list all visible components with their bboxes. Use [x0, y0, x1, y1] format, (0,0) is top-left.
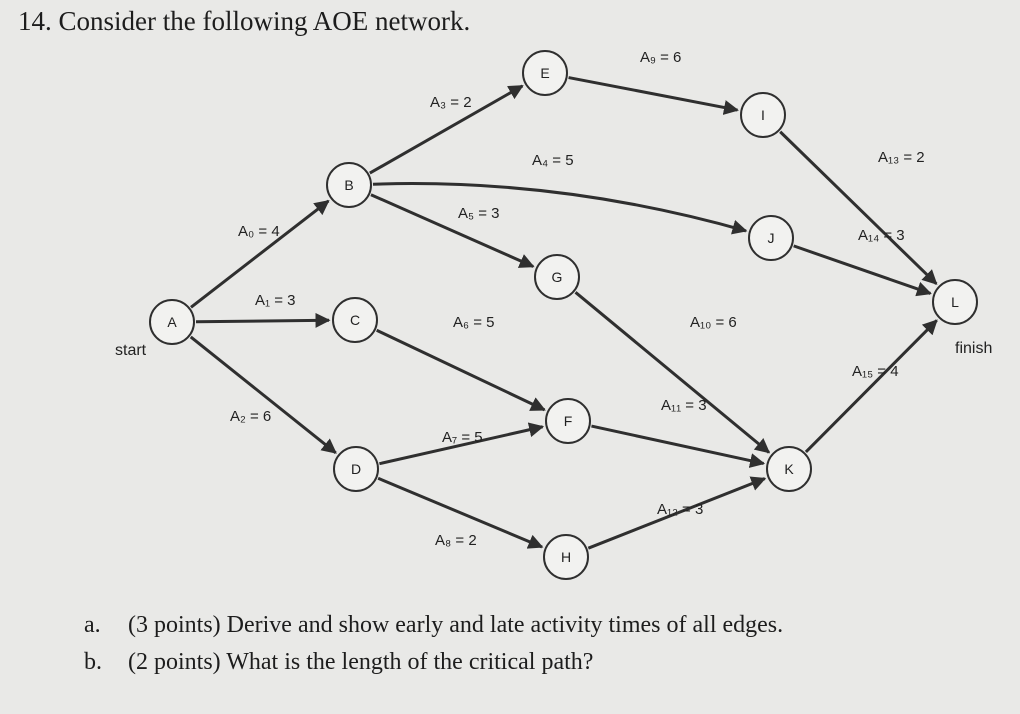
node-d: D — [333, 446, 379, 492]
question-letter: b. — [84, 649, 102, 675]
edge-label-a7: A₇ = 5 — [442, 429, 483, 446]
edge-label-a9: A₉ = 6 — [640, 49, 681, 66]
edge-label-a5: A₅ = 3 — [458, 205, 499, 222]
node-c: C — [332, 297, 378, 343]
edge-J-L — [793, 244, 932, 297]
node-label: B — [344, 177, 353, 193]
node-label: G — [552, 269, 563, 285]
nodes-layer: A B C D E G F H I J K L — [149, 50, 978, 580]
edge-B-J — [372, 182, 748, 235]
edge-K-L — [804, 319, 938, 454]
edge-label-a4: A₄ = 5 — [532, 152, 574, 169]
question-letter: a. — [84, 612, 101, 638]
edge-I-L — [779, 130, 938, 285]
node-a: A — [149, 299, 195, 345]
edge-G-K — [574, 291, 771, 454]
node-label: F — [564, 413, 573, 429]
node-circle — [149, 299, 195, 345]
node-label: A — [167, 314, 177, 330]
edge-label-a6: A₆ = 5 — [453, 314, 495, 331]
edge-A-D — [189, 335, 337, 454]
edge-label-a14: A₁₄ = 3 — [858, 227, 905, 244]
edge-label-a3: A₃ = 2 — [430, 94, 472, 111]
question-item-a: a. (3 points) Derive and show early and l… — [84, 612, 783, 639]
node-label: I — [761, 107, 765, 123]
node-k: K — [766, 446, 812, 492]
edge-label-a15: A₁₅ = 4 — [852, 363, 899, 380]
question-item-b: b. (2 points) What is the length of the c… — [84, 649, 783, 676]
edge-A-C — [195, 312, 331, 328]
edge-label-a11: A₁₁ = 3 — [661, 397, 707, 414]
node-label: E — [540, 65, 549, 81]
edge-label-a1: A₁ = 3 — [255, 292, 296, 309]
aoe-network-diagram: A₀ = 4 A₁ = 3 A₂ = 6 A₃ = 2 A₄ = 5 A₅ = 3 A₆ =… — [115, 49, 992, 580]
node-circle — [332, 297, 378, 343]
node-label: D — [351, 461, 361, 477]
question-heading: 14. Consider the following AOE network. — [18, 6, 471, 36]
node-e: E — [522, 50, 568, 96]
edge-B-E — [369, 84, 524, 175]
node-f: F — [545, 398, 591, 444]
node-circle — [333, 446, 379, 492]
edge-label-a2: A₂ = 6 — [230, 408, 271, 425]
question-list: a. (3 points) Derive and show early and l… — [84, 612, 783, 686]
edge-label-a8: A₈ = 2 — [435, 532, 477, 549]
edges-layer: A₀ = 4 A₁ = 3 A₂ = 6 A₃ = 2 A₄ = 5 A₅ = 3 A₆ =… — [189, 49, 938, 550]
node-label: K — [784, 461, 794, 477]
node-label: H — [561, 549, 571, 565]
question-text: (3 points) Derive and show early and lat… — [128, 612, 784, 638]
edge-H-K — [587, 476, 767, 550]
node-circle — [543, 534, 589, 580]
edge-C-F — [376, 328, 546, 412]
node-label: C — [350, 312, 360, 328]
node-circle — [748, 215, 794, 261]
node-circle — [534, 254, 580, 300]
node-b: B — [326, 162, 372, 208]
node-circle — [522, 50, 568, 96]
edge-D-F — [379, 422, 545, 466]
start-label: start — [115, 342, 147, 359]
node-g: G — [534, 254, 580, 300]
node-circle — [932, 279, 978, 325]
edge-D-H — [377, 476, 544, 549]
node-circle — [326, 162, 372, 208]
node-label: L — [951, 294, 959, 310]
node-label: J — [768, 230, 775, 246]
edge-A-B — [190, 199, 330, 309]
edge-label-a13: A₁₃ = 2 — [878, 149, 925, 166]
edge-F-K — [591, 424, 766, 468]
edge-B-G — [370, 193, 535, 268]
finish-label: finish — [955, 340, 992, 357]
node-circle — [740, 92, 786, 138]
edge-label-a10: A₁₀ = 6 — [690, 314, 737, 331]
node-h: H — [543, 534, 589, 580]
node-i: I — [740, 92, 786, 138]
question-text: (2 points) What is the length of the cri… — [128, 649, 594, 675]
node-circle — [766, 446, 812, 492]
edge-E-I — [568, 76, 739, 115]
node-circle — [545, 398, 591, 444]
node-j: J — [748, 215, 794, 261]
edge-label-a12: A₁₂ = 3 — [657, 501, 703, 518]
edge-label-a0: A₀ = 4 — [238, 223, 280, 240]
node-l: L — [932, 279, 978, 325]
